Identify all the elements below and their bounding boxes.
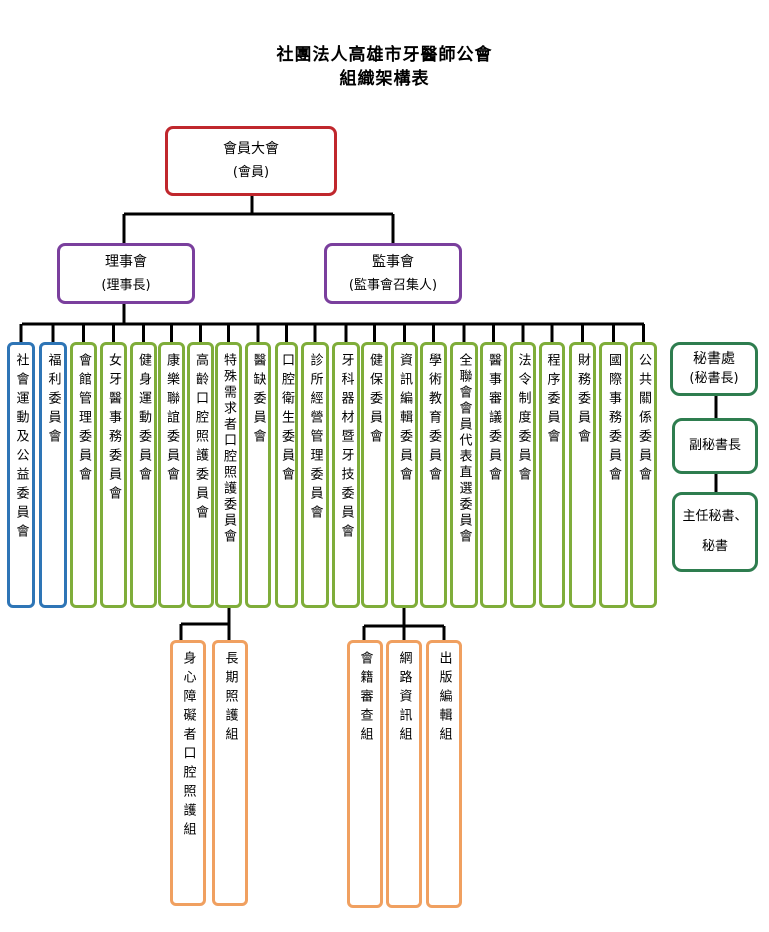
board-box: 理事會 (理事長): [57, 243, 195, 304]
group-membership-box: 會籍審查組: [347, 640, 383, 908]
deputy-secretary-label: 副秘書長: [688, 438, 741, 453]
board-sub: (理事長): [101, 277, 151, 293]
general-assembly-box: 會員大會 (會員): [165, 126, 337, 196]
committee-box: 口腔衛生委員會: [275, 342, 298, 608]
committee-box: 國際事務委員會: [599, 342, 628, 608]
group-longterm-box: 長期照護組: [212, 640, 248, 906]
committee-label: 社會運動及公益委員會: [13, 353, 29, 543]
committee-label: 口腔衛生委員會: [279, 353, 294, 486]
committee-box: 資訊編輯委員會: [391, 342, 418, 608]
group-publishing-box: 出版編輯組: [426, 640, 462, 908]
committee-label: 全聯會會員代表直選委員會: [456, 353, 472, 545]
committee-box: 福利委員會: [39, 342, 67, 608]
secretariat-box: 秘書處 (秘書長): [670, 342, 758, 396]
committee-label: 法令制度委員會: [515, 353, 531, 486]
committee-label: 會館管理委員會: [76, 353, 91, 486]
chart-title: 社團法人高雄市牙醫師公會: [276, 45, 493, 65]
committee-box: 女牙醫事務委員會: [100, 342, 127, 608]
committee-box: 會館管理委員會: [70, 342, 97, 608]
committee-label: 福利委員會: [45, 353, 61, 448]
committee-box: 程序委員會: [539, 342, 565, 608]
committee-box: 醫事審議委員會: [480, 342, 507, 608]
committee-label: 公共關係委員會: [636, 353, 651, 486]
committee-label: 康樂聯誼委員會: [164, 353, 179, 486]
group-network-label: 網路資訊組: [396, 651, 412, 746]
committee-box: 法令制度委員會: [510, 342, 536, 608]
committee-label: 女牙醫事務委員會: [106, 353, 121, 505]
committee-label: 學術教育委員會: [426, 353, 441, 486]
committee-label: 健保委員會: [367, 353, 382, 448]
committee-box: 社會運動及公益委員會: [7, 342, 35, 608]
committee-label: 特殊需求者口腔照護委員會: [221, 353, 236, 545]
committee-box: 診所經營管理委員會: [301, 342, 329, 608]
committee-box: 學術教育委員會: [420, 342, 447, 608]
committee-label: 醫缺委員會: [250, 353, 266, 448]
committee-box: 牙科器材暨牙技委員會: [332, 342, 360, 608]
supervisors-sub: (監事會召集人): [348, 277, 438, 293]
deputy-secretary-box: 副秘書長: [672, 418, 758, 474]
committee-box: 公共關係委員會: [630, 342, 657, 608]
general-assembly-label: 會員大會: [223, 141, 279, 157]
committee-box: 財務委員會: [569, 342, 596, 608]
group-membership-label: 會籍審查組: [357, 651, 373, 746]
committee-label: 醫事審議委員會: [486, 353, 501, 486]
committee-box: 康樂聯誼委員會: [158, 342, 185, 608]
committee-label: 健身運動委員會: [136, 353, 151, 486]
committee-box: 健身運動委員會: [130, 342, 157, 608]
committee-label: 高齡口腔照護委員會: [193, 353, 208, 524]
committee-label: 程序委員會: [544, 353, 560, 448]
board-label: 理事會: [105, 253, 147, 270]
group-disability-label: 身心障礙者口腔照護組: [180, 651, 196, 841]
committee-box: 高齡口腔照護委員會: [187, 342, 214, 608]
secretariat-sub: (秘書長): [689, 371, 739, 386]
committee-label: 國際事務委員會: [606, 353, 621, 486]
committee-label: 牙科器材暨牙技委員會: [338, 353, 354, 543]
committee-label: 資訊編輯委員會: [397, 353, 412, 486]
secretary-staff-label: 主任秘書、秘書: [682, 509, 748, 554]
committee-box: 醫缺委員會: [245, 342, 271, 608]
group-network-box: 網路資訊組: [386, 640, 422, 908]
group-longterm-label: 長期照護組: [222, 651, 238, 746]
supervisors-box: 監事會 (監事會召集人): [324, 243, 462, 304]
committee-box: 全聯會會員代表直選委員會: [450, 342, 478, 608]
group-disability-box: 身心障礙者口腔照護組: [170, 640, 206, 906]
chart-subtitle: 組織架構表: [339, 69, 430, 89]
general-assembly-sub: (會員): [232, 165, 270, 180]
committee-label: 財務委員會: [575, 353, 590, 448]
secretariat-label: 秘書處: [693, 351, 735, 367]
committee-label: 診所經營管理委員會: [307, 353, 323, 524]
committee-box: 特殊需求者口腔照護委員會: [215, 342, 242, 608]
supervisors-label: 監事會: [372, 253, 414, 270]
secretary-staff-box: 主任秘書、秘書: [672, 492, 758, 572]
group-publishing-label: 出版編輯組: [436, 651, 452, 746]
committee-box: 健保委員會: [361, 342, 388, 608]
